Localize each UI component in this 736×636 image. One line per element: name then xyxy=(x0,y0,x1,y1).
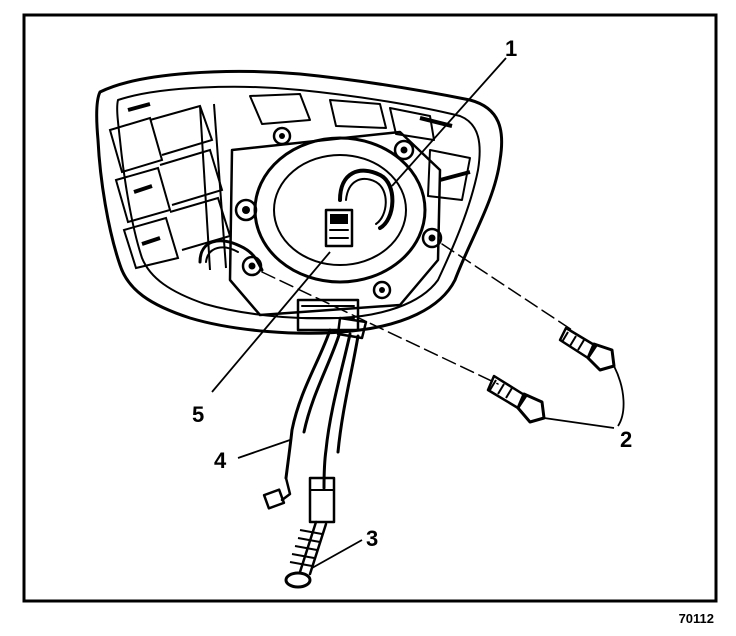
bolt-upper xyxy=(558,326,616,372)
mounting-bolts xyxy=(261,243,616,424)
wiring-harness xyxy=(262,298,368,524)
callout-4: 4 xyxy=(214,448,227,473)
callout-1: 1 xyxy=(505,36,517,61)
callout-2: 2 xyxy=(620,427,632,452)
bolt-lower xyxy=(486,374,546,424)
callout-5: 5 xyxy=(192,402,204,427)
stud-bottom xyxy=(372,280,392,300)
left-wire-loop xyxy=(198,239,264,272)
mounting-studs xyxy=(234,126,443,300)
stud-upper-right xyxy=(393,139,415,161)
stud-upper-left xyxy=(234,198,258,222)
module-housing xyxy=(95,69,504,335)
stud-top xyxy=(272,126,292,146)
figure-id: 70112 xyxy=(679,611,714,626)
ground-screw xyxy=(284,520,328,589)
stud-right xyxy=(421,227,443,249)
leader-lines xyxy=(211,57,625,569)
callout-3: 3 xyxy=(366,526,378,551)
